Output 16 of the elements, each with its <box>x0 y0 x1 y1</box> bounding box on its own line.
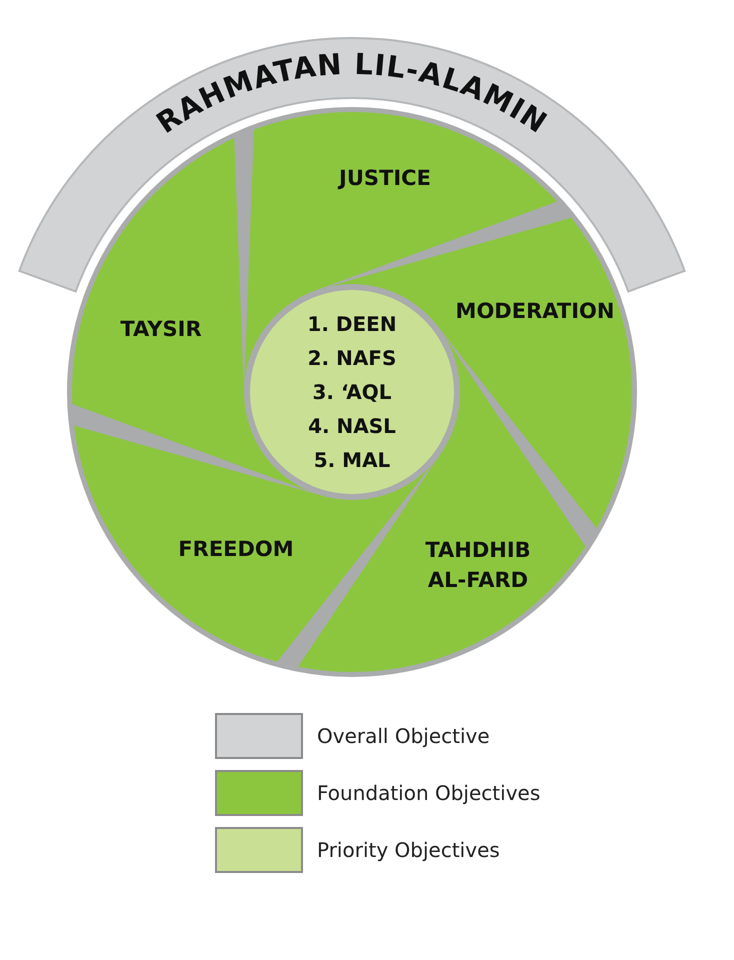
segment-label: MODERATION <box>456 299 614 323</box>
list-item: 2. NAFS <box>308 346 396 370</box>
legend-label: Overall Objective <box>317 724 490 748</box>
list-item: 4. NASL <box>308 414 396 438</box>
segment-label: FREEDOM <box>178 537 294 561</box>
list-item: 5. MAL <box>314 448 390 472</box>
segment-label: TAYSIR <box>120 317 202 341</box>
segment-label: JUSTICE <box>339 166 431 190</box>
center-circle <box>250 290 454 494</box>
arc-band <box>18 38 686 292</box>
legend-label: Foundation Objectives <box>317 781 540 805</box>
list-item: 3. ‘AQL <box>312 380 392 404</box>
segment-label: TAHDHIB AL-FARD <box>425 538 531 592</box>
legend-label: Priority Objectives <box>317 838 500 862</box>
list-item: 1. DEEN <box>307 312 397 336</box>
petal-segment <box>298 332 586 672</box>
